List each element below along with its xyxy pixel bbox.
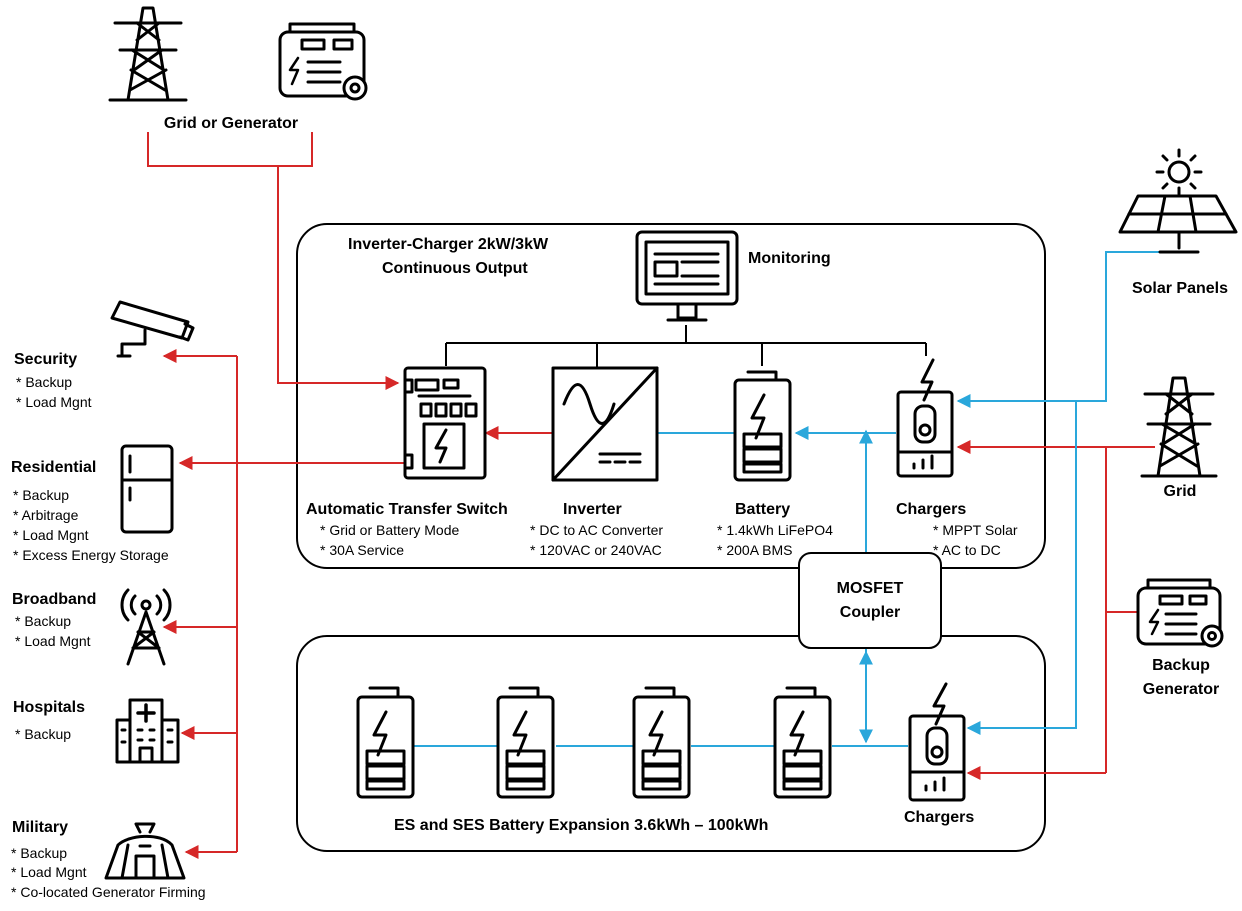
ac-power-lines (147, 132, 1155, 859)
ats-spec-2: * 30A Service (320, 542, 405, 558)
military-tent-icon (104, 822, 186, 880)
battery-name: Battery (735, 501, 791, 518)
load-security-item: * Backup (16, 374, 73, 390)
inverter-icon (551, 366, 659, 482)
battery-spec-1: * 1.4kWh LiFePO4 (717, 522, 833, 538)
monitoring-label: Monitoring (748, 250, 831, 267)
chargers-spec-1: * MPPT Solar (933, 522, 1018, 538)
expansion-battery-icon (632, 686, 691, 799)
load-residential-item: * Arbitrage (13, 507, 79, 523)
load-broadband-name: Broadband (12, 591, 97, 608)
solar-panels-label: Solar Panels (1131, 280, 1229, 297)
expansion-battery-icon (356, 686, 415, 799)
system-title-line1: Inverter-Charger 2kW/3kW (348, 236, 549, 253)
backup-generator-label-line2: Generator (1142, 681, 1220, 698)
broadband-tower-icon (120, 588, 172, 666)
inverter-spec-2: * 120VAC or 240VAC (530, 542, 662, 558)
chargers-spec-2: * AC to DC (933, 542, 1001, 558)
generator-icon (278, 22, 368, 101)
load-military-name: Military (12, 819, 69, 836)
expansion-chargers-label: Chargers (904, 809, 975, 826)
coupler-label-line1: MOSFET (836, 580, 904, 597)
transmission-tower-icon (108, 6, 188, 102)
load-broadband-item: * Load Mgnt (15, 633, 91, 649)
backup-generator-label-line1: Backup (1152, 657, 1210, 674)
battery-icon (733, 370, 792, 482)
expansion-battery-icon (496, 686, 555, 799)
load-residential-item: * Load Mgnt (13, 527, 89, 543)
expansion-title: ES and SES Battery Expansion 3.6kWh – 10… (394, 817, 769, 834)
grid-label: Grid (1163, 483, 1197, 500)
expansion-battery-icon (773, 686, 832, 799)
system-title-line2: Continuous Output (382, 260, 528, 277)
inverter-spec-1: * DC to AC Converter (530, 522, 664, 538)
load-residential-item: * Backup (13, 487, 70, 503)
backup-generator-icon (1136, 578, 1224, 648)
refrigerator-icon (120, 444, 174, 534)
transfer-switch-icon (403, 366, 487, 480)
expansion-charger-icon (908, 682, 966, 802)
load-residential-name: Residential (11, 459, 97, 476)
load-security-item: * Load Mgnt (16, 394, 92, 410)
monitoring-bus (445, 325, 927, 368)
ats-spec-1: * Grid or Battery Mode (320, 522, 460, 538)
solar-panel-icon (1118, 148, 1238, 254)
chargers-name: Chargers (896, 501, 967, 518)
inverter-charger-enclosure (296, 223, 1046, 569)
ats-name: Automatic Transfer Switch (306, 501, 508, 518)
load-security-name: Security (14, 351, 78, 368)
charger-icon (896, 358, 954, 478)
grid-tower-icon (1140, 376, 1218, 478)
load-military-item: * Load Mgnt (11, 864, 87, 880)
inverter-name: Inverter (563, 501, 622, 518)
load-hospitals-name: Hospitals (13, 699, 86, 716)
load-broadband-item: * Backup (15, 613, 72, 629)
security-camera-icon (110, 300, 195, 358)
load-residential-item: * Excess Energy Storage (13, 547, 169, 563)
load-military-item: * Co-located Generator Firming (11, 884, 206, 900)
monitoring-screen-icon (635, 230, 739, 322)
hospital-icon (115, 698, 180, 764)
load-military-item: * Backup (11, 845, 68, 861)
dc-power-lines (413, 251, 1160, 747)
grid-or-generator-label: Grid or Generator (163, 115, 299, 132)
battery-spec-2: * 200A BMS (717, 542, 793, 558)
coupler-label-line2: Coupler (839, 604, 901, 621)
load-hospitals-item: * Backup (15, 726, 72, 742)
battery-expansion-enclosure (296, 635, 1046, 852)
mosfet-coupler-box (798, 552, 942, 649)
